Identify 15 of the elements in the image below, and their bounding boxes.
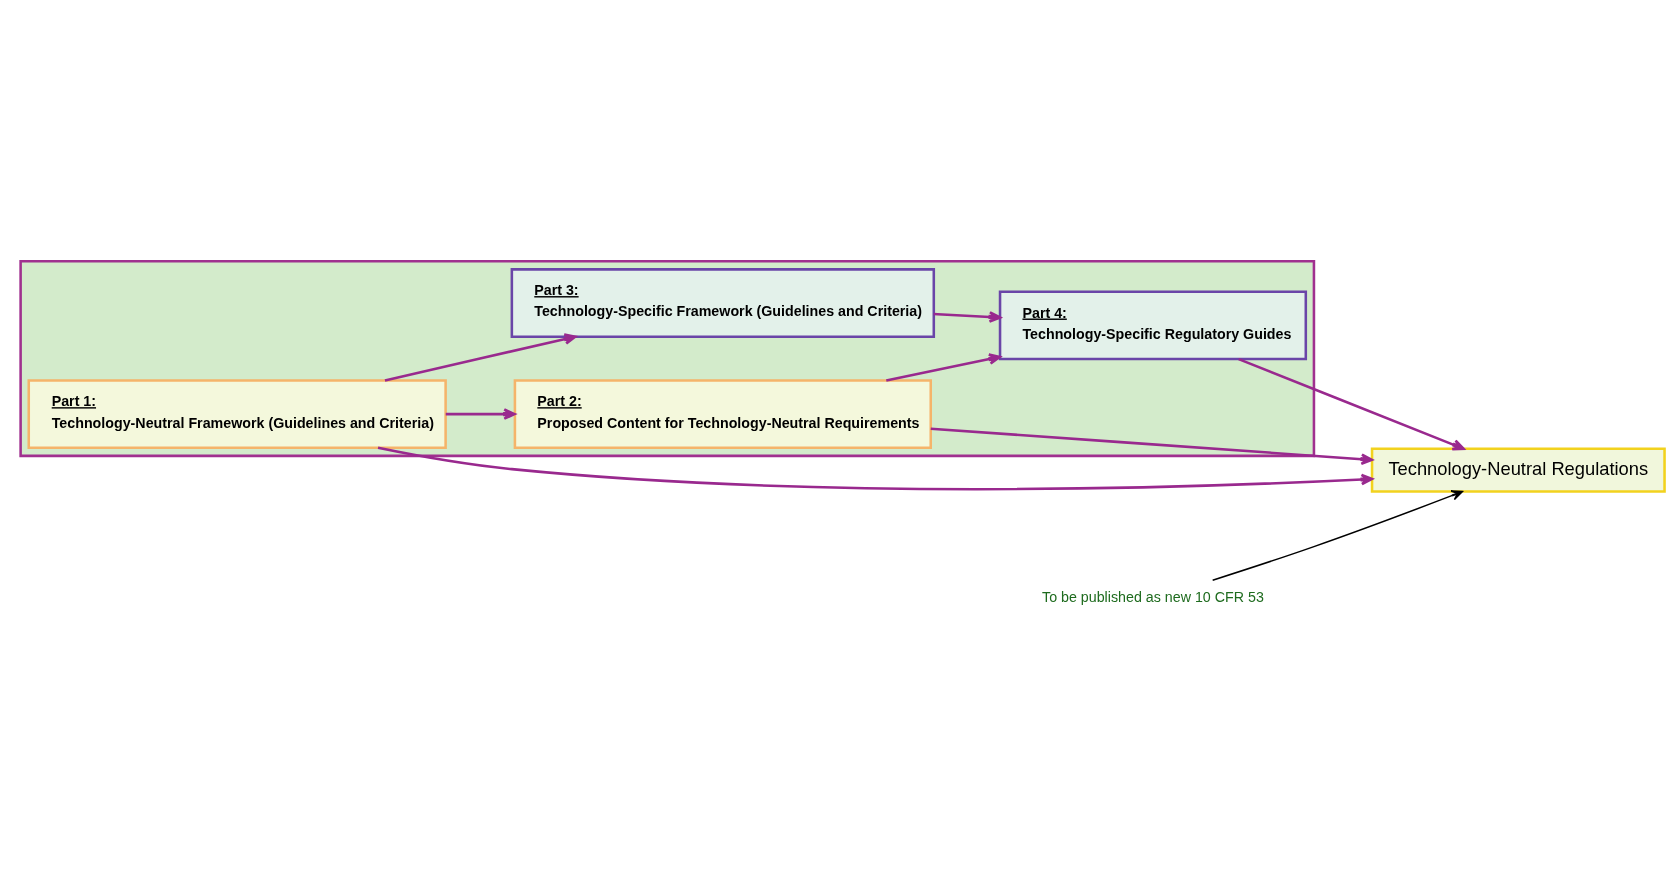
arrow [1238, 358, 1465, 451]
node-box: Part 1: Technology-Neutral Framework (Guidelines and Criteria) [27, 379, 447, 449]
arrow [933, 311, 1002, 323]
node-text: To be published as new 10 CFR 53 [1042, 589, 1264, 606]
arrow [886, 353, 1002, 382]
node-box: Part 2: Proposed Content for Technology-Neutral Requirements [513, 379, 932, 449]
node-box: Part 4: Technology-Specific Regulatory Guides [998, 290, 1308, 361]
node-box: Technology-Neutral Regulations [1370, 447, 1666, 493]
arrow [445, 408, 516, 420]
cluster [19, 259, 1316, 458]
arrow [1211, 490, 1464, 581]
arrow [377, 446, 1374, 491]
node-box: Part 3: Technology-Specific Framework (Guidelines and Criteria) [510, 268, 936, 338]
arrow [384, 333, 577, 382]
arrow [930, 427, 1374, 466]
